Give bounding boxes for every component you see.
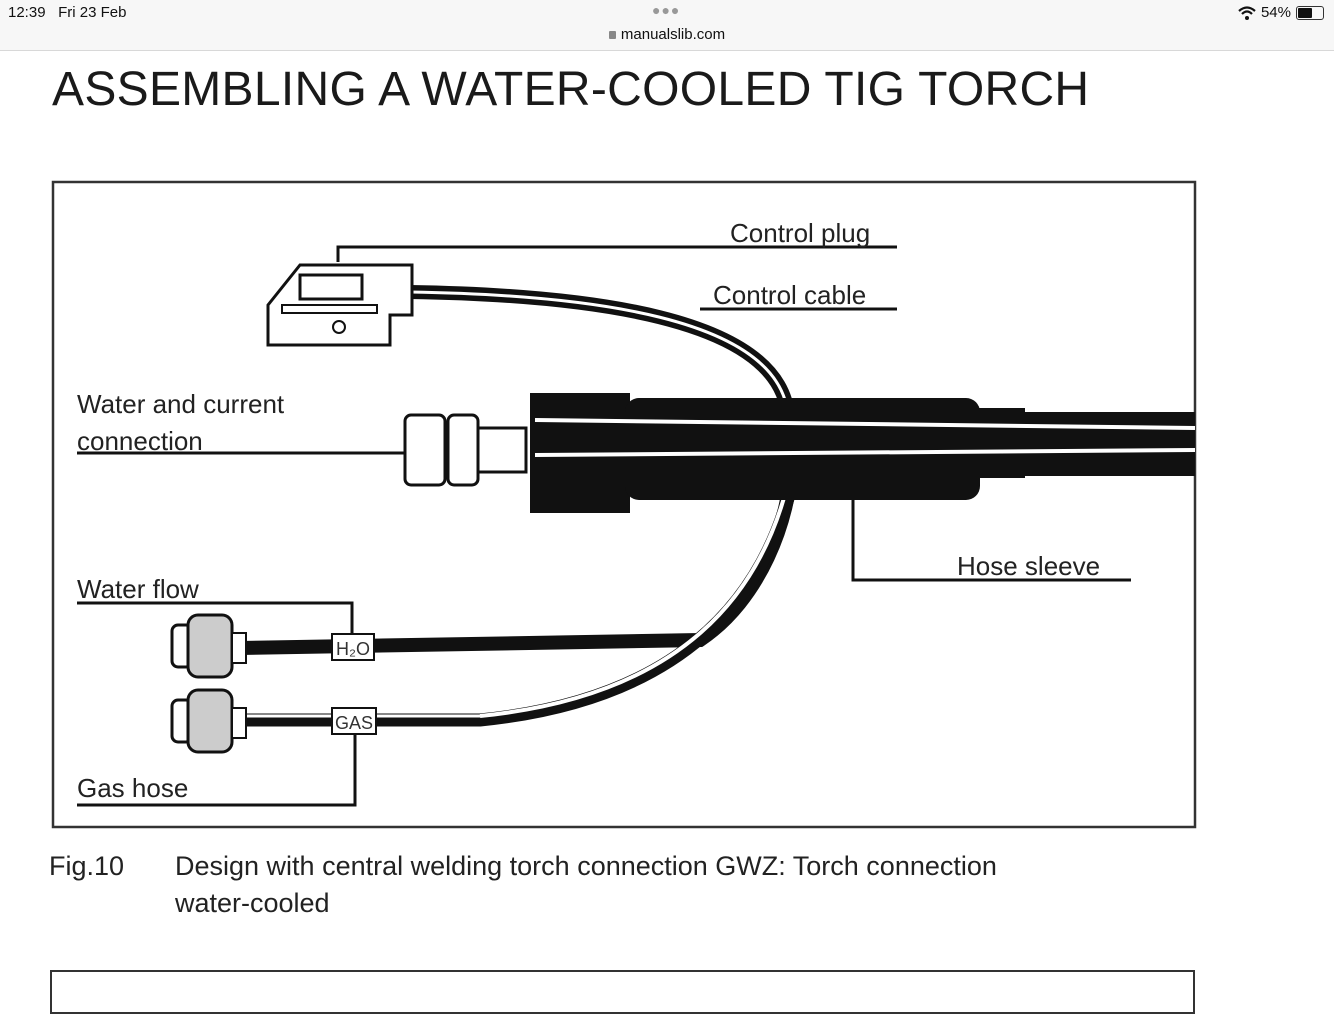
more-options-icon[interactable]: ●●● bbox=[652, 2, 681, 18]
water-current-fitting bbox=[403, 413, 528, 487]
address-bar[interactable]: manualslib.com bbox=[0, 26, 1334, 43]
label-control-cable: Control cable bbox=[713, 280, 866, 310]
next-figure-frame bbox=[50, 970, 1195, 1014]
label-control-plug: Control plug bbox=[730, 218, 870, 248]
status-bar: 12:39 Fri 23 Feb ●●● manualslib.com 54% bbox=[0, 0, 1334, 51]
url-text: manualslib.com bbox=[620, 26, 726, 43]
control-plug bbox=[266, 263, 414, 347]
gas-connector bbox=[170, 688, 247, 754]
water-connector bbox=[170, 613, 247, 679]
caption-line-2: water-cooled bbox=[175, 888, 330, 918]
hose-sleeve-leader bbox=[851, 497, 1131, 582]
status-time: 12:39 Fri 23 Feb bbox=[8, 4, 127, 21]
status-right: 54% bbox=[1238, 4, 1324, 21]
label-water-current: Water and current bbox=[77, 389, 285, 419]
battery-percent: 54% bbox=[1260, 4, 1291, 21]
label-water-flow: Water flow bbox=[77, 574, 199, 604]
gas-hose bbox=[240, 463, 803, 727]
control-plug-leader bbox=[336, 245, 897, 262]
gas-hose-leader bbox=[77, 735, 357, 807]
page-title: ASSEMBLING A WATER-COOLED TIG TORCH bbox=[52, 63, 1090, 116]
figure-caption: Design with central welding torch connec… bbox=[175, 848, 997, 922]
lock-icon bbox=[608, 31, 616, 39]
wifi-icon bbox=[1238, 5, 1256, 20]
hose-sleeve bbox=[530, 393, 1196, 513]
water-flow-leader bbox=[77, 601, 354, 635]
label-gas-hose: Gas hose bbox=[77, 773, 188, 803]
figure-number: Fig.10 bbox=[49, 851, 125, 881]
gas-tag: GAS bbox=[335, 713, 373, 733]
label-hose-sleeve: Hose sleeve bbox=[957, 551, 1100, 581]
h2o-tag: H₂O bbox=[336, 639, 370, 659]
battery-icon bbox=[1296, 5, 1324, 20]
caption-line-1: Design with central welding torch connec… bbox=[175, 851, 997, 881]
label-water-current-2: connection bbox=[77, 426, 203, 456]
